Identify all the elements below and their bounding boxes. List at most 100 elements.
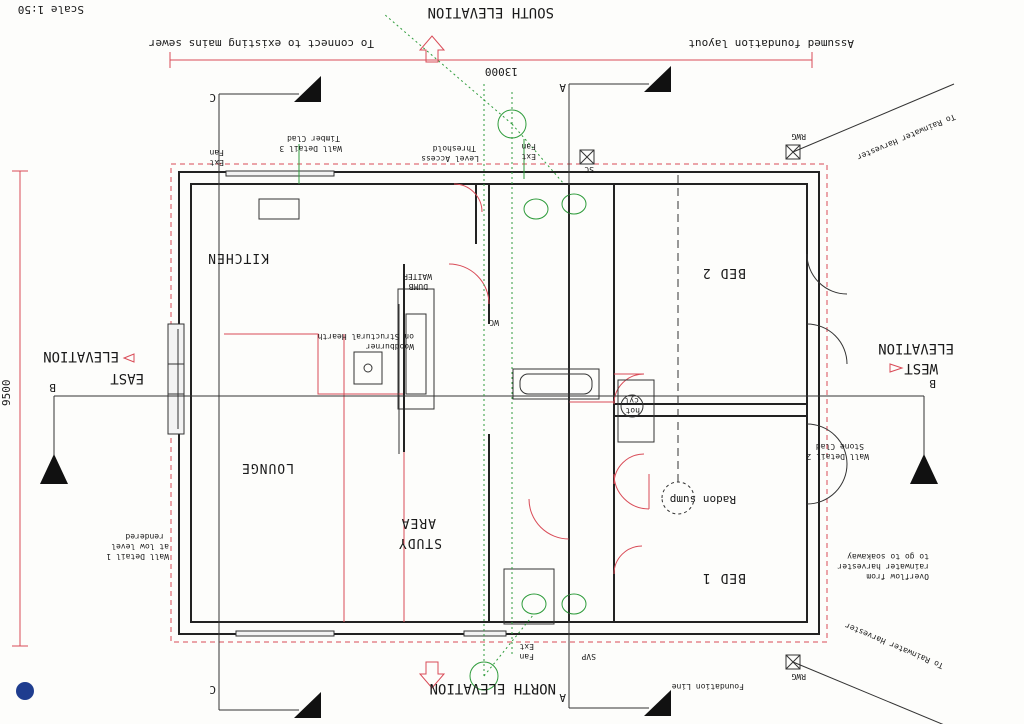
section-letter-a-bottom: A: [559, 81, 566, 94]
woodburner-box: [353, 351, 383, 385]
door-swings: [448, 183, 848, 575]
note-ext-fan-5: Ext: [519, 642, 534, 651]
note-ext-fan-1: Ext: [209, 158, 224, 167]
elevation-pointers: [122, 35, 904, 689]
bath-inner: [519, 373, 593, 395]
drainage-runs: [298, 13, 565, 691]
note-overflow-1: Overflow from: [866, 572, 929, 581]
kitchen-sink: [258, 198, 300, 220]
bay-window-east: [167, 323, 185, 435]
shower-tray: [503, 568, 555, 625]
note-svp: SVP: [581, 652, 596, 661]
dimension-lines: [12, 52, 813, 647]
hot-cylinder: [620, 394, 644, 418]
sewer-note: To connect to existing mains sewer: [148, 37, 374, 50]
bath-tub: [512, 368, 600, 400]
note-hot-1: hot: [625, 406, 640, 415]
dimension-width-label: 13000: [485, 65, 518, 78]
note-overflow-2: rainwater harvester: [837, 562, 929, 571]
label-east-elevation-1: EAST: [110, 370, 144, 386]
en-suite-basin: [561, 593, 587, 615]
rainwater-gullies: [579, 83, 955, 724]
woodburner-flue: [363, 363, 373, 373]
note-woodburner-1: Woodburner: [366, 342, 414, 351]
inspection-chamber-1: [469, 661, 499, 691]
note-ext-fan-2: Fan: [209, 148, 224, 157]
en-suite-wc: [521, 593, 547, 615]
note-ext-fan-6: Fan: [519, 652, 534, 661]
section-arrow-a-bottom: [644, 66, 671, 92]
note-wall-detail-1-1: Wall Detail 1: [106, 552, 169, 561]
note-wall-detail-3-2: Timber Clad: [287, 134, 340, 143]
note-wc: WC: [489, 318, 499, 327]
note-level-access-1: Level Access: [421, 154, 479, 163]
note-wall-detail-3-1: Wall Detail 3: [279, 144, 342, 153]
note-rwg-2: RWG: [791, 672, 806, 681]
note-wall-detail-1-3: rendered: [125, 532, 164, 541]
section-letters: C C A A B B: [49, 81, 936, 704]
note-wall-detail-1-2: at low level: [111, 542, 169, 551]
note-dumb-waiter-2: WAITER: [403, 272, 432, 281]
annotation-notes: Woodburner on Structural Hearth DUMB WAI…: [106, 112, 957, 691]
section-arrow-b-left: [910, 454, 938, 484]
section-arrow-c-top: [294, 692, 321, 718]
rwg-gully-1: [785, 654, 801, 670]
section-letter-b-right: B: [49, 381, 56, 394]
dimension-depth-label: 9500: [0, 380, 13, 407]
note-level-access-2: Threshold: [432, 144, 476, 153]
note-rwg-1: RWG: [791, 132, 806, 141]
room-label-bed1: BED 1: [702, 570, 746, 585]
note-radon-sump: Radon sump: [670, 493, 736, 506]
note-hot-2: cyl: [624, 396, 639, 405]
label-north-elevation: NORTH ELEVATION: [430, 680, 556, 696]
dumb-waiter-shaft: [397, 288, 435, 410]
north-elevation-arrow: [418, 661, 446, 689]
note-dumb-waiter-1: DUMB: [409, 282, 428, 291]
note-wall-detail-2-1: Wall Detail 2: [806, 452, 869, 461]
inspection-chamber-2: [497, 109, 527, 139]
note-ext-fan-4: Fan: [521, 142, 536, 151]
section-letter-c-bottom: C: [209, 91, 216, 104]
west-elevation-arrow: [889, 363, 904, 373]
room-label-study-2: AREA: [401, 515, 436, 530]
elevation-labels: SOUTH ELEVATION NORTH ELEVATION EAST ELE…: [43, 4, 954, 696]
note-foundation-line: Foundation Line: [672, 682, 744, 691]
internal-walls: [398, 184, 807, 622]
note-sc: SC: [584, 165, 594, 174]
section-letter-c-top: C: [209, 683, 216, 696]
scan-marker-dot: [16, 682, 34, 700]
label-west-elevation-2: ELEVATION: [878, 340, 954, 356]
basin: [561, 193, 587, 215]
room-label-study-1: STUDY: [398, 535, 442, 550]
room-label-kitchen: KITCHEN: [207, 250, 269, 265]
hot-cylinder-cupboard: [617, 379, 655, 443]
section-arrow-a-top: [644, 690, 671, 716]
label-east-elevation-2: ELEVATION: [43, 348, 119, 364]
sc-gully: [579, 149, 595, 165]
scale-label: Scale 1:50: [18, 3, 84, 16]
note-woodburner-2: on Structural Hearth: [317, 332, 414, 341]
section-arrows: [40, 66, 938, 718]
section-arrow-b-right: [40, 454, 68, 484]
south-elevation-arrow: [418, 35, 446, 63]
drawing-title: Assumed foundation layout: [688, 37, 854, 50]
dumb-waiter-car: [405, 313, 427, 395]
note-ext-fan-3: Ext: [521, 152, 536, 161]
windows-north: [235, 630, 507, 637]
room-labels: KITCHEN LOUNGE STUDY AREA BED 2 BED 1: [207, 250, 746, 585]
rwg-gully-2: [785, 144, 801, 160]
section-letter-b-left: B: [929, 377, 936, 390]
note-overflow-3: to go to soakaway: [847, 552, 929, 561]
label-west-elevation-1: WEST: [904, 360, 938, 376]
label-south-elevation: SOUTH ELEVATION: [428, 4, 554, 20]
room-label-bed2: BED 2: [702, 265, 746, 280]
note-wall-detail-2-2: Stone Clad: [816, 442, 864, 451]
wc-pan: [523, 198, 549, 220]
note-rainwater-harvester-2: To Rainwater Harvester: [844, 621, 945, 671]
section-arrow-c-bottom: [294, 76, 321, 102]
section-letter-a-top: A: [559, 691, 566, 704]
kitchen-counter: [224, 333, 405, 622]
east-elevation-arrow: [122, 353, 135, 363]
